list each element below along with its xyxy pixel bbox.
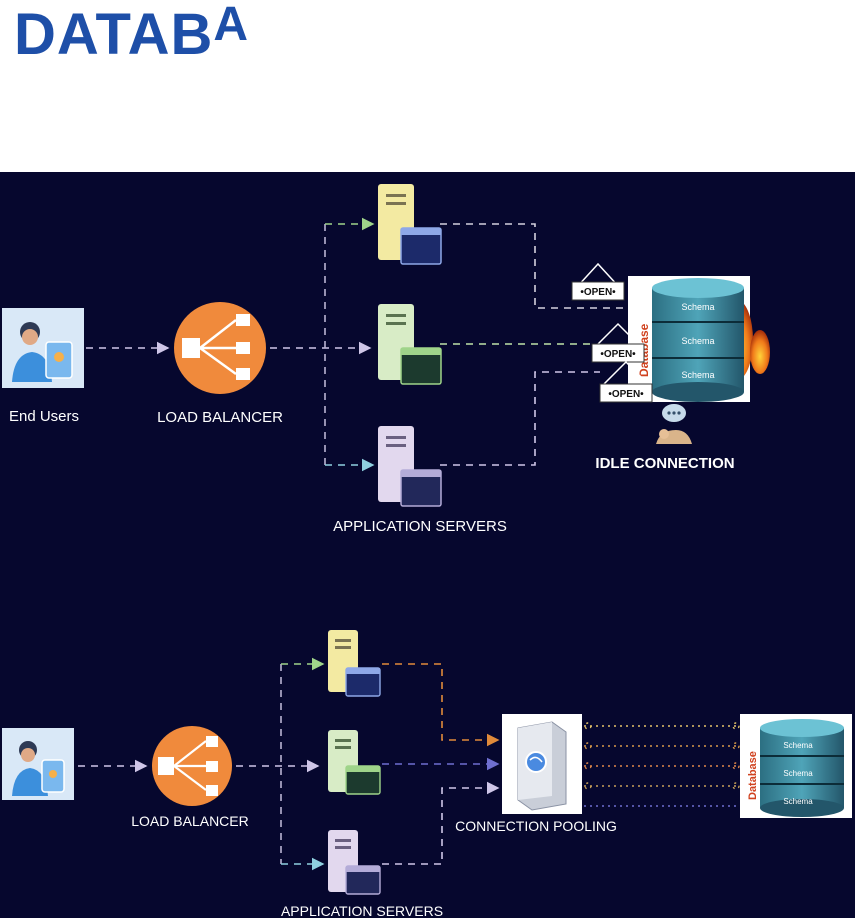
connector-server1-to-db — [440, 223, 628, 309]
pool-to-db-connections — [584, 722, 740, 807]
top-schema-3: Schema — [681, 370, 714, 380]
top-database-icon: Database Schema Schema Schema — [628, 276, 770, 402]
app-server-2-icon — [378, 304, 442, 385]
bottom-load-balancer-label: LOAD BALANCER — [131, 813, 248, 829]
architecture-diagram: End Users LOAD BALANCER — [0, 172, 855, 918]
bottom-app-server-3-icon — [328, 830, 381, 895]
top-schema-1: Schema — [681, 302, 714, 312]
open-sign-3: •OPEN• — [599, 360, 653, 403]
load-balancer-icon — [174, 302, 266, 394]
app-server-3-icon — [378, 426, 442, 507]
top-section: End Users LOAD BALANCER — [2, 184, 770, 535]
top-connections — [86, 217, 628, 472]
bottom-schema-3: Schema — [783, 797, 813, 806]
bottom-load-balancer-icon — [152, 726, 232, 806]
bottom-app-server-2-icon — [328, 730, 381, 795]
bottom-connections — [78, 657, 500, 871]
open-sign-1-text: •OPEN• — [580, 287, 616, 298]
bottom-app-server-1-icon — [328, 630, 381, 697]
connector-b-server3-to-pool — [382, 781, 500, 865]
sleeping-person-icon — [656, 404, 692, 444]
connection-pool-icon — [502, 714, 582, 814]
connector-b-server1-to-pool — [382, 663, 500, 747]
open-sign-2-text: •OPEN• — [600, 349, 636, 360]
bottom-end-users-icon — [2, 728, 74, 800]
page-title: DATABA — [14, 1, 249, 64]
open-sign-3-text: •OPEN• — [608, 389, 644, 400]
end-users-label: End Users — [9, 408, 79, 425]
app-server-1-icon — [378, 184, 442, 265]
bottom-db-label: Database — [747, 751, 759, 800]
open-sign-1: •OPEN• — [571, 262, 625, 301]
top-schema-2: Schema — [681, 336, 714, 346]
load-balancer-label: LOAD BALANCER — [157, 409, 283, 426]
idle-connection-label: IDLE CONNECTION — [595, 455, 734, 472]
bottom-app-servers-label: APPLICATION SERVERS — [281, 903, 443, 918]
connection-pooling-label: CONNECTION POOLING — [455, 818, 617, 834]
bottom-section: LOAD BALANCER APPLICATION SERVERS — [2, 630, 852, 918]
top-app-servers-label: APPLICATION SERVERS — [333, 518, 507, 535]
bottom-schema-1: Schema — [783, 741, 813, 750]
title-main: DATAB — [14, 2, 214, 67]
open-sign-2: •OPEN• — [591, 322, 645, 363]
end-users-icon — [2, 308, 84, 388]
header: DATABA — [0, 0, 855, 172]
title-superscript: A — [213, 0, 250, 51]
bottom-schema-2: Schema — [783, 769, 813, 778]
bottom-database-icon: Database Schema Schema Schema — [740, 714, 852, 818]
